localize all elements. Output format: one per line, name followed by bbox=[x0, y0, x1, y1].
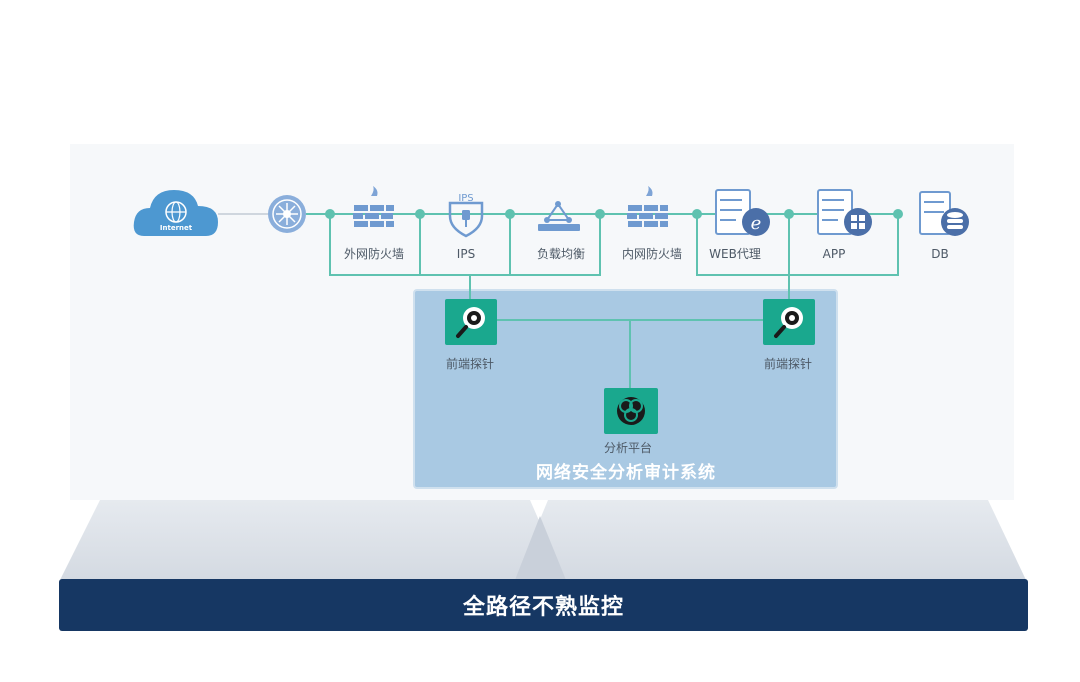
node-label-db: DB bbox=[931, 247, 948, 261]
probe-left: 前端探针 bbox=[445, 299, 497, 371]
probe-right: 前端探针 bbox=[763, 299, 815, 371]
probe-right-label: 前端探针 bbox=[764, 356, 812, 371]
firewall-icon bbox=[627, 186, 668, 227]
node-label-web-proxy: WEB代理 bbox=[709, 247, 761, 261]
node-label-inner-firewall: 内网防火墙 bbox=[622, 246, 682, 261]
pedestal-left bbox=[60, 500, 565, 580]
app-server-icon bbox=[817, 189, 872, 236]
analysis-platform: 分析平台 bbox=[604, 388, 658, 455]
load-balancer-icon bbox=[538, 201, 580, 231]
firewall-icon bbox=[353, 186, 394, 227]
ips-icon-text: IPS bbox=[458, 193, 473, 204]
banner: 全路径不熟监控 bbox=[59, 579, 1028, 631]
pedestal-center bbox=[515, 516, 566, 580]
node-label-outer-firewall: 外网防火墙 bbox=[344, 246, 404, 261]
node-label-ips: IPS bbox=[457, 247, 475, 261]
banner-text: 全路径不熟监控 bbox=[462, 595, 624, 620]
cloud-globe-icon: Internet bbox=[133, 190, 218, 236]
probe-left-label: 前端探针 bbox=[446, 356, 494, 371]
internet-label: Internet bbox=[160, 224, 193, 232]
router-icon bbox=[268, 195, 306, 233]
analysis-label: 分析平台 bbox=[604, 440, 652, 455]
pedestal-right bbox=[515, 500, 1026, 580]
probe-magnifier-icon bbox=[774, 307, 803, 338]
database-server-icon bbox=[919, 191, 969, 236]
ips-shield-icon: IPS bbox=[448, 193, 484, 238]
analysis-platform-icon bbox=[617, 397, 645, 425]
connector-dots bbox=[325, 209, 903, 219]
system-title: 网络安全分析审计系统 bbox=[536, 462, 716, 483]
svg-text:e: e bbox=[751, 213, 762, 234]
node-label-app: APP bbox=[823, 247, 846, 261]
node-label-load-balancer: 负载均衡 bbox=[537, 247, 585, 261]
probe-magnifier-icon bbox=[456, 307, 485, 338]
web-proxy-server-icon: e bbox=[715, 189, 770, 236]
